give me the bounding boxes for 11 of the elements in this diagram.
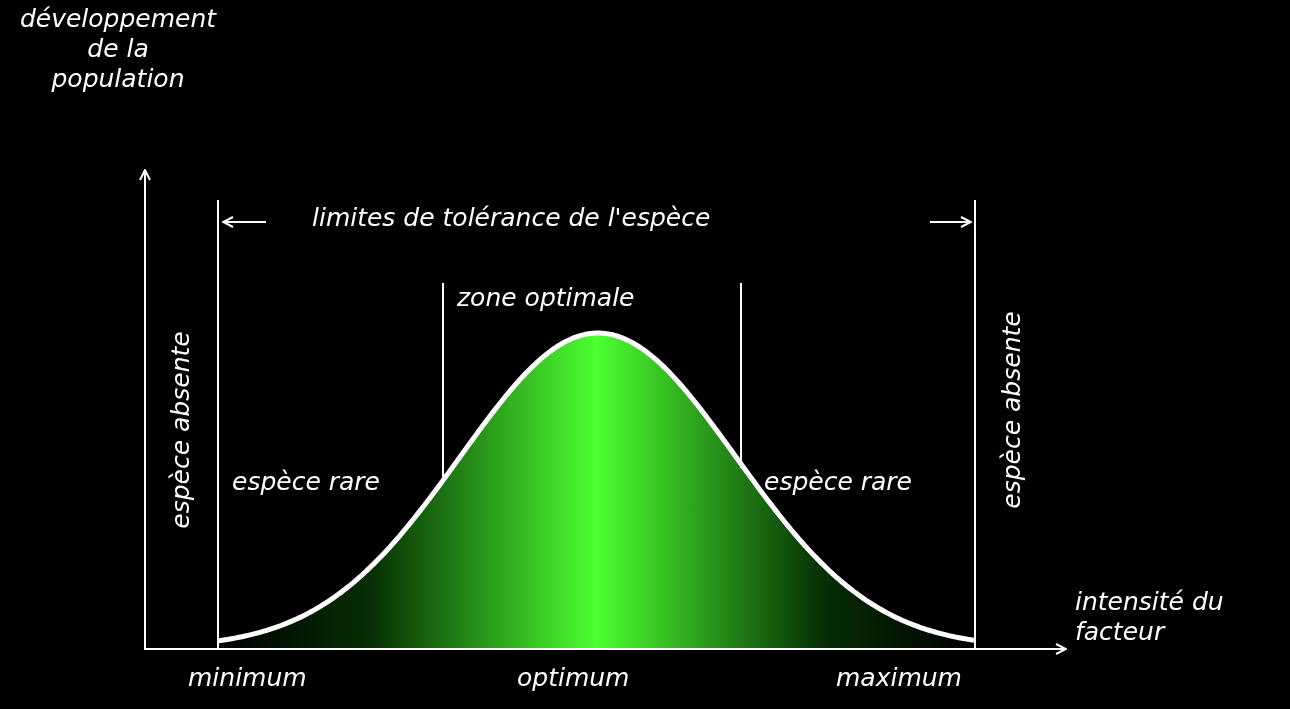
zone-label: espèce absente xyxy=(997,311,1027,509)
tick-label: maximum xyxy=(836,663,962,693)
tick-label: minimum xyxy=(188,663,307,693)
tick-label: optimum xyxy=(517,663,630,693)
axis-label: développement de la population xyxy=(18,4,218,94)
axis-label: intensité du facteur xyxy=(1075,587,1225,647)
zone-label: espèce rare xyxy=(232,467,380,497)
zone-label: espèce rare xyxy=(764,467,912,497)
zone-label: zone optimale xyxy=(457,283,635,313)
zone-label: espèce absente xyxy=(166,331,196,529)
range-label: limites de tolérance de l'espèce xyxy=(312,203,711,233)
